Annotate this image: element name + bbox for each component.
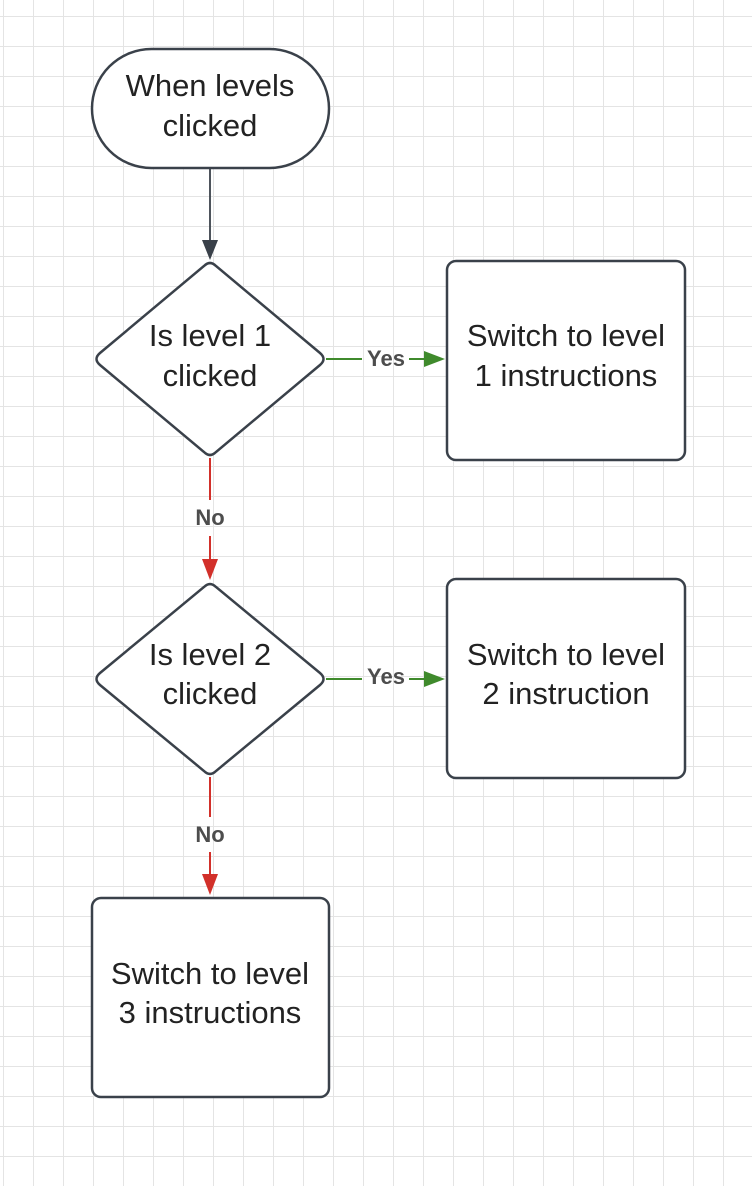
arrowhead-icon bbox=[424, 671, 445, 687]
process-node-level1-instructions[interactable]: Switch to level 1 instructions bbox=[445, 259, 687, 462]
node-label: Is level 2 bbox=[149, 637, 271, 672]
process-node-level2-instruction[interactable]: Switch to level 2 instruction bbox=[445, 577, 687, 780]
start-terminal-node[interactable]: When levels clicked bbox=[90, 47, 331, 170]
edge-decision1-no[interactable]: No bbox=[195, 458, 225, 580]
node-label: When levels bbox=[126, 68, 295, 103]
node-label: clicked bbox=[163, 108, 258, 143]
decision-node-level1[interactable]: Is level 1 clicked bbox=[95, 261, 325, 457]
node-label: Is level 1 bbox=[149, 318, 271, 353]
node-label: Switch to level bbox=[111, 956, 309, 991]
arrowhead-icon bbox=[202, 240, 218, 260]
edge-decision2-yes[interactable]: Yes bbox=[326, 664, 445, 689]
node-label: 1 instructions bbox=[475, 358, 658, 393]
edge-start-to-decision1[interactable] bbox=[202, 168, 218, 260]
edge-decision2-no[interactable]: No bbox=[195, 777, 225, 895]
node-label: 3 instructions bbox=[119, 995, 302, 1030]
node-label: clicked bbox=[163, 358, 258, 393]
arrowhead-icon bbox=[424, 351, 445, 367]
node-label: Switch to level bbox=[467, 637, 665, 672]
edge-label-yes: Yes bbox=[367, 664, 405, 689]
node-label: Switch to level bbox=[467, 318, 665, 353]
edge-label-no: No bbox=[195, 822, 224, 847]
arrowhead-icon bbox=[202, 874, 218, 895]
process-node-level3-instructions[interactable]: Switch to level 3 instructions bbox=[90, 896, 331, 1099]
node-label: 2 instruction bbox=[482, 676, 649, 711]
edge-decision1-yes[interactable]: Yes bbox=[326, 346, 445, 371]
edge-label-no: No bbox=[195, 505, 224, 530]
arrowhead-icon bbox=[202, 559, 218, 580]
edge-label-yes: Yes bbox=[367, 346, 405, 371]
node-label: clicked bbox=[163, 676, 258, 711]
decision-node-level2[interactable]: Is level 2 clicked bbox=[95, 582, 325, 776]
